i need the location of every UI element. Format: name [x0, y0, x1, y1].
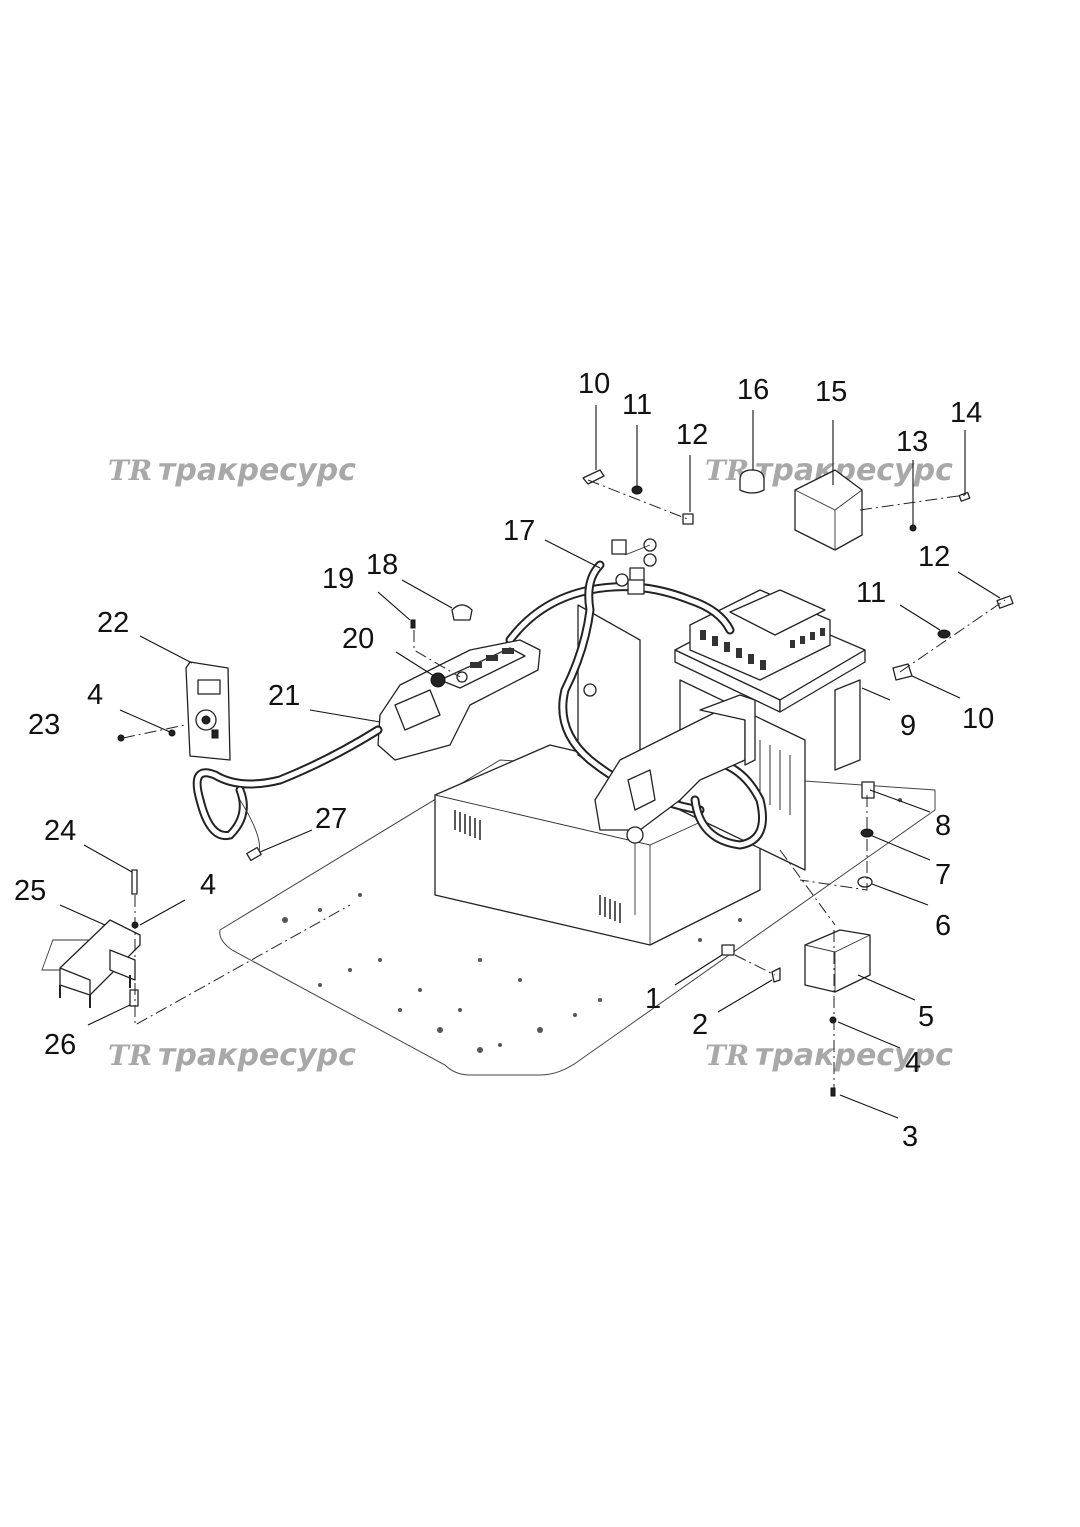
callout-4-bottom: 4: [905, 1047, 921, 1079]
svg-text:трак­ресурс: трак­ресурс: [158, 453, 356, 488]
display-cable: [192, 725, 383, 862]
callout-3: 3: [902, 1121, 918, 1153]
callout-1: 1: [645, 983, 661, 1015]
svg-text:TR: TR: [705, 1039, 749, 1072]
leader-lines: [59, 405, 1001, 1119]
callout-18: 18: [366, 549, 398, 581]
callout-21: 21: [268, 680, 300, 712]
svg-text:TR: TR: [108, 1039, 152, 1072]
controller-box: [674, 589, 866, 771]
callout-11-right: 11: [856, 577, 886, 609]
svg-text:трак­ресурс: трак­ресурс: [158, 1038, 356, 1073]
foot-pedal: [59, 919, 141, 1008]
callout-12-top: 12: [676, 419, 708, 451]
callout-23: 23: [28, 709, 60, 741]
callouts: 10 11 12 16 15 13 14 17 12 11 19 18 22 2…: [14, 368, 994, 1153]
watermark-bottom-left: TR трак­ресурс: [108, 1038, 356, 1073]
svg-text:TR: TR: [108, 454, 152, 487]
svg-text:трак­ресурс: трак­ресурс: [755, 1038, 953, 1073]
callout-20: 20: [342, 623, 374, 655]
callout-17: 17: [503, 515, 535, 547]
callout-4-pedal: 4: [200, 869, 216, 901]
callout-19: 19: [322, 563, 354, 595]
callout-16: 16: [737, 374, 769, 406]
callout-4-left: 4: [87, 679, 103, 711]
right-armrest: [594, 694, 756, 915]
callout-7: 7: [935, 859, 951, 891]
display-unit: [185, 661, 231, 761]
callout-11-top: 11: [622, 389, 652, 421]
callout-10-right: 10: [962, 703, 994, 735]
svg-text:трак­ресурс: трак­ресурс: [755, 453, 953, 488]
callout-22: 22: [97, 607, 129, 639]
watermark-top-right: TR трак­ресурс: [705, 453, 953, 488]
callout-13: 13: [896, 426, 928, 458]
left-armrest: [377, 639, 541, 761]
callout-24: 24: [44, 815, 76, 847]
callout-10-top: 10: [578, 368, 610, 400]
callout-15: 15: [815, 376, 847, 408]
small-hardware: [117, 469, 1014, 1097]
callout-14: 14: [950, 397, 982, 429]
callout-5: 5: [918, 1001, 934, 1033]
callout-25: 25: [14, 875, 46, 907]
watermark-bottom-right: TR трак­ресурс: [705, 1038, 953, 1073]
watermark-top-left: TR трак­ресурс: [108, 453, 356, 488]
callout-2: 2: [692, 1009, 708, 1041]
callout-9: 9: [900, 710, 916, 742]
callout-12-right: 12: [918, 541, 950, 573]
callout-8: 8: [935, 810, 951, 842]
assembly-lines: [122, 479, 1006, 1095]
callout-26: 26: [44, 1029, 76, 1061]
callout-6: 6: [935, 910, 951, 942]
callout-27: 27: [315, 803, 347, 835]
